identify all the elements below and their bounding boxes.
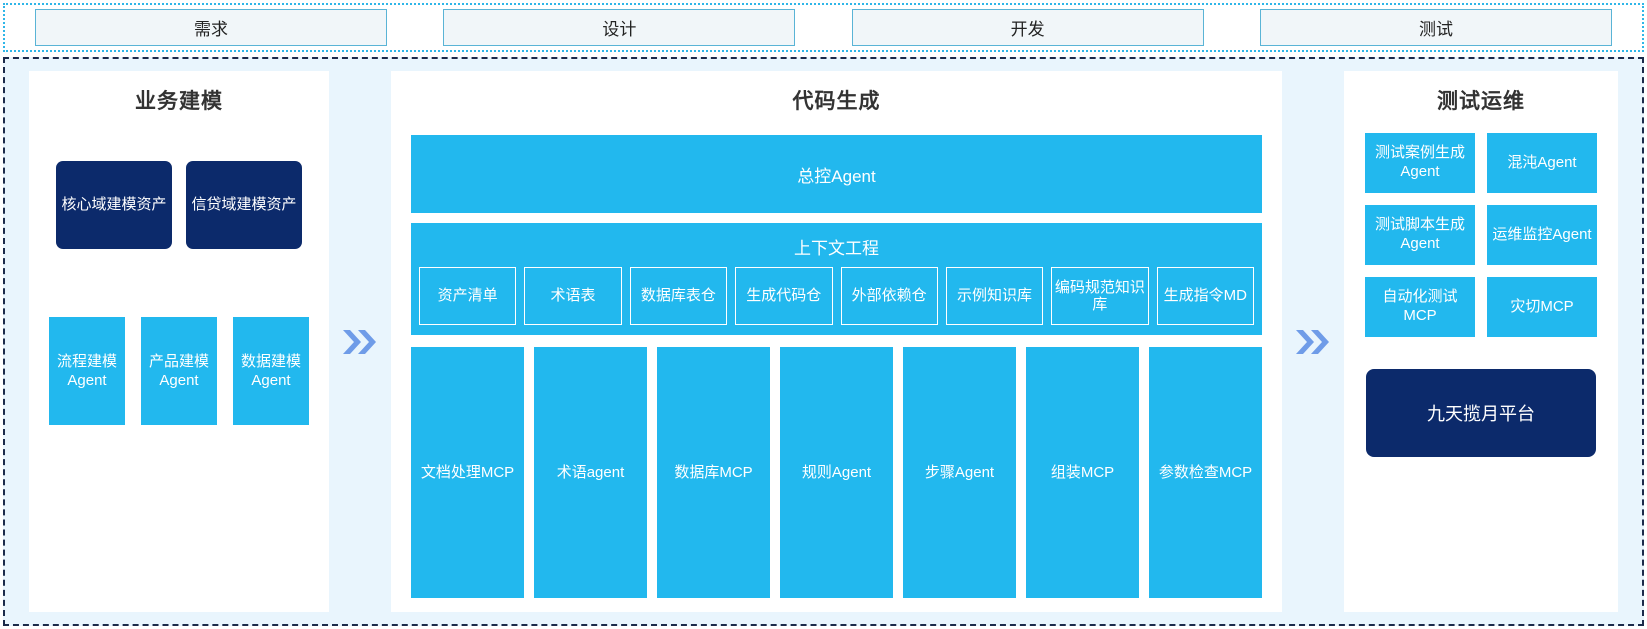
tool-label: 组装MCP — [1050, 463, 1115, 481]
test-operations-grid: 测试案例生成Agent 混沌Agent 测试脚本生成Agent 运维监控Agen… — [1344, 133, 1618, 337]
platform-box-jiutian-lanyue[interactable]: 九天揽月平台 — [1366, 369, 1596, 457]
context-item-asset-inventory[interactable]: 资产清单 — [419, 267, 517, 325]
master-agent-label: 总控Agent — [797, 166, 876, 186]
stage-box-requirements[interactable]: 需求 — [35, 9, 387, 46]
panel-title-code-generation: 代码生成 — [792, 90, 881, 113]
tool-box-rule-agent[interactable]: 规则Agent — [780, 347, 893, 598]
tool-label: 数据库MCP — [674, 463, 753, 481]
context-engineering-title: 上下文工程 — [794, 239, 879, 258]
asset-box-credit-domain[interactable]: 信贷域建模资产 — [186, 161, 302, 249]
business-agent-group: 流程建模Agent 产品建模Agent 数据建模Agent — [29, 317, 329, 425]
context-item-external-dependency-repo[interactable]: 外部依赖仓 — [840, 267, 938, 325]
panel-business-modeling: 业务建模 核心域建模资产 信贷域建模资产 流程建模Agent 产品建模Agent… — [29, 71, 329, 612]
tool-box-parameter-check-mcp[interactable]: 参数检查MCP — [1149, 347, 1262, 598]
tool-box-database-mcp[interactable]: 数据库MCP — [657, 347, 770, 598]
tool-label: 术语agent — [556, 463, 625, 481]
context-item-coding-standard-knowledge-base[interactable]: 编码规范知识库 — [1051, 267, 1149, 325]
context-item-generation-instruction-md[interactable]: 生成指令MD — [1156, 267, 1254, 325]
testops-label: 运维监控Agent — [1492, 225, 1592, 243]
double-chevron-right-icon-right — [1282, 59, 1344, 624]
stage-box-testing[interactable]: 测试 — [1259, 9, 1612, 46]
testops-box-operations-monitoring-agent[interactable]: 运维监控Agent — [1487, 205, 1597, 265]
code-generation-tool-row: 文档处理MCP 术语agent 数据库MCP 规则Agent 步骤Agent — [411, 347, 1262, 598]
business-asset-group: 核心域建模资产 信贷域建模资产 — [29, 161, 329, 249]
double-chevron-right-icon-left — [329, 59, 391, 624]
testops-label: 混沌Agent — [1507, 153, 1577, 171]
testops-box-chaos-agent[interactable]: 混沌Agent — [1487, 133, 1597, 193]
context-engineering-items: 资产清单 术语表 数据库表仓 生成代码仓 外部依赖仓 — [419, 267, 1254, 325]
asset-label: 信贷域建模资产 — [191, 195, 297, 213]
context-item-label: 生成代码仓 — [746, 287, 822, 305]
context-item-label: 数据库表仓 — [640, 287, 716, 305]
testops-box-automated-testing-mcp[interactable]: 自动化测试MCP — [1365, 277, 1475, 337]
context-item-example-knowledge-base[interactable]: 示例知识库 — [945, 267, 1044, 325]
testops-box-disaster-recovery-mcp[interactable]: 灾切MCP — [1487, 277, 1597, 337]
panel-title-test-operations: 测试运维 — [1437, 90, 1525, 113]
tool-label: 步骤Agent — [924, 463, 995, 481]
tool-label: 参数检查MCP — [1158, 463, 1253, 481]
tool-box-document-processing-mcp[interactable]: 文档处理MCP — [411, 347, 524, 598]
tool-label: 文档处理MCP — [420, 463, 515, 481]
agent-label: 产品建模Agent — [148, 352, 209, 390]
context-item-label: 术语表 — [550, 287, 596, 305]
agent-box-process-modeling[interactable]: 流程建模Agent — [49, 317, 125, 425]
code-generation-content: 总控Agent 上下文工程 资产清单 术语表 数据库表仓 — [391, 115, 1282, 612]
master-agent-bar[interactable]: 总控Agent — [411, 135, 1262, 213]
architecture-body: 业务建模 核心域建模资产 信贷域建模资产 流程建模Agent 产品建模Agent… — [3, 57, 1644, 626]
panel-code-generation: 代码生成 总控Agent 上下文工程 资产清单 术语表 — [391, 71, 1282, 612]
testops-label: 自动化测试MCP — [1382, 288, 1458, 324]
context-engineering-block: 上下文工程 资产清单 术语表 数据库表仓 生成代码仓 — [411, 223, 1262, 335]
stage-label: 设计 — [602, 20, 637, 39]
context-item-label: 外部依赖仓 — [851, 287, 927, 305]
lifecycle-stage-strip: 需求 设计 开发 测试 — [3, 3, 1644, 52]
agent-box-data-modeling[interactable]: 数据建模Agent — [233, 317, 309, 425]
context-item-label: 示例知识库 — [957, 287, 1033, 305]
tool-label: 规则Agent — [801, 463, 872, 481]
stage-label: 需求 — [194, 20, 228, 39]
platform-label: 九天揽月平台 — [1427, 404, 1535, 424]
tool-box-assembly-mcp[interactable]: 组装MCP — [1026, 347, 1139, 598]
context-item-label: 生成指令MD — [1163, 287, 1247, 305]
context-item-generated-code-repo[interactable]: 生成代码仓 — [735, 267, 833, 325]
agent-label: 数据建模Agent — [240, 352, 301, 390]
panel-title-business-modeling: 业务建模 — [135, 90, 223, 113]
stage-label: 开发 — [1010, 20, 1045, 39]
tool-box-step-agent[interactable]: 步骤Agent — [903, 347, 1016, 598]
testops-box-test-case-generation-agent[interactable]: 测试案例生成Agent — [1365, 133, 1475, 193]
testops-label: 测试案例生成Agent — [1374, 144, 1465, 180]
stage-label: 测试 — [1418, 20, 1453, 39]
agent-label: 流程建模Agent — [56, 352, 117, 390]
stage-box-design[interactable]: 设计 — [443, 9, 796, 46]
testops-box-test-script-generation-agent[interactable]: 测试脚本生成Agent — [1365, 205, 1475, 265]
panel-test-operations: 测试运维 测试案例生成Agent 混沌Agent 测试脚本生成Agent 运维监… — [1344, 71, 1618, 612]
tool-box-glossary-agent[interactable]: 术语agent — [534, 347, 647, 598]
context-item-label: 资产清单 — [437, 287, 498, 305]
context-item-glossary[interactable]: 术语表 — [524, 267, 622, 325]
context-item-label: 编码规范知识库 — [1054, 278, 1145, 313]
asset-box-core-domain[interactable]: 核心域建模资产 — [56, 161, 172, 249]
context-item-db-table-repo[interactable]: 数据库表仓 — [629, 267, 728, 325]
testops-label: 测试脚本生成Agent — [1374, 216, 1465, 252]
testops-label: 灾切MCP — [1510, 297, 1574, 315]
asset-label: 核心域建模资产 — [61, 195, 167, 213]
agent-box-product-modeling[interactable]: 产品建模Agent — [141, 317, 217, 425]
stage-box-development[interactable]: 开发 — [851, 9, 1204, 46]
